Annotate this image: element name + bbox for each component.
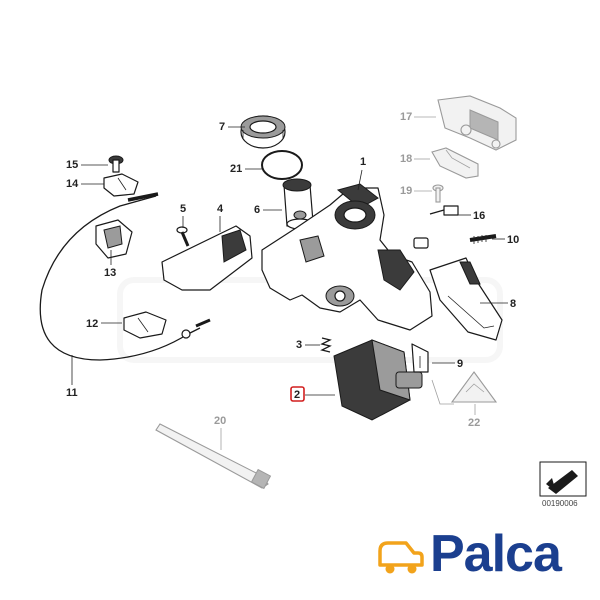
part-21-ring bbox=[261, 150, 303, 180]
part-15-bolt bbox=[108, 155, 124, 173]
callout-number-c6: 6 bbox=[254, 204, 260, 216]
callout-number-c11: 11 bbox=[66, 387, 78, 399]
part-8-bracket bbox=[429, 257, 503, 341]
part-13-holder bbox=[95, 219, 133, 259]
callout-number-c9: 9 bbox=[457, 358, 463, 370]
callout-number-c2: 2 bbox=[294, 389, 300, 401]
part-10-pin bbox=[469, 234, 497, 244]
part-5-screw bbox=[176, 226, 190, 247]
callout-highlight-box bbox=[290, 386, 305, 402]
part-16-sensor bbox=[413, 205, 459, 249]
part-3-spring bbox=[320, 337, 332, 353]
callout-number-c16: 16 bbox=[473, 210, 485, 222]
callout-number-c1: 1 bbox=[360, 156, 366, 168]
part-17-bracket bbox=[437, 95, 517, 151]
part-1-housing bbox=[261, 183, 433, 331]
callout-number-c13: 13 bbox=[104, 267, 116, 279]
part-19-screw bbox=[432, 184, 444, 203]
part-7-bearing bbox=[240, 115, 286, 149]
callout-number-c4: 4 bbox=[217, 203, 224, 215]
palca-logo: Palca bbox=[377, 522, 579, 586]
callout-number-c18: 18 bbox=[400, 153, 412, 165]
callout-number-c12: 12 bbox=[86, 318, 98, 330]
callout-number-c20: 20 bbox=[214, 415, 226, 427]
callout-number-c7: 7 bbox=[219, 121, 225, 133]
part-11-cable bbox=[39, 192, 211, 361]
callout-number-c10: 10 bbox=[507, 234, 519, 246]
part-9-screw bbox=[411, 343, 429, 373]
part-12-clamp bbox=[123, 311, 167, 339]
callout-number-c19: 19 bbox=[400, 185, 412, 197]
callout-number-c22: 22 bbox=[468, 417, 480, 429]
part-22-label bbox=[431, 371, 498, 405]
callout-number-c8: 8 bbox=[510, 298, 516, 310]
callout-number-c3: 3 bbox=[296, 339, 302, 351]
diagram-code: 00190006 bbox=[542, 499, 578, 508]
part-14-clip bbox=[103, 173, 139, 197]
callout-number-c21: 21 bbox=[230, 163, 242, 175]
callout-number-c15: 15 bbox=[66, 159, 78, 171]
leader-line-c1 bbox=[357, 169, 363, 191]
callout-number-c17: 17 bbox=[400, 111, 412, 123]
callout-number-c14: 14 bbox=[66, 178, 79, 190]
part-18-clip bbox=[431, 147, 479, 179]
part-4-cover bbox=[161, 225, 253, 291]
part-20-cable-tie bbox=[155, 423, 272, 490]
orientation-arrow bbox=[539, 461, 587, 497]
callout-number-c5: 5 bbox=[180, 203, 186, 215]
callout-leaders bbox=[71, 116, 508, 450]
logo-car-mark bbox=[378, 541, 424, 574]
part-2-module bbox=[333, 339, 423, 421]
logo-wordmark: Palca bbox=[430, 525, 563, 583]
